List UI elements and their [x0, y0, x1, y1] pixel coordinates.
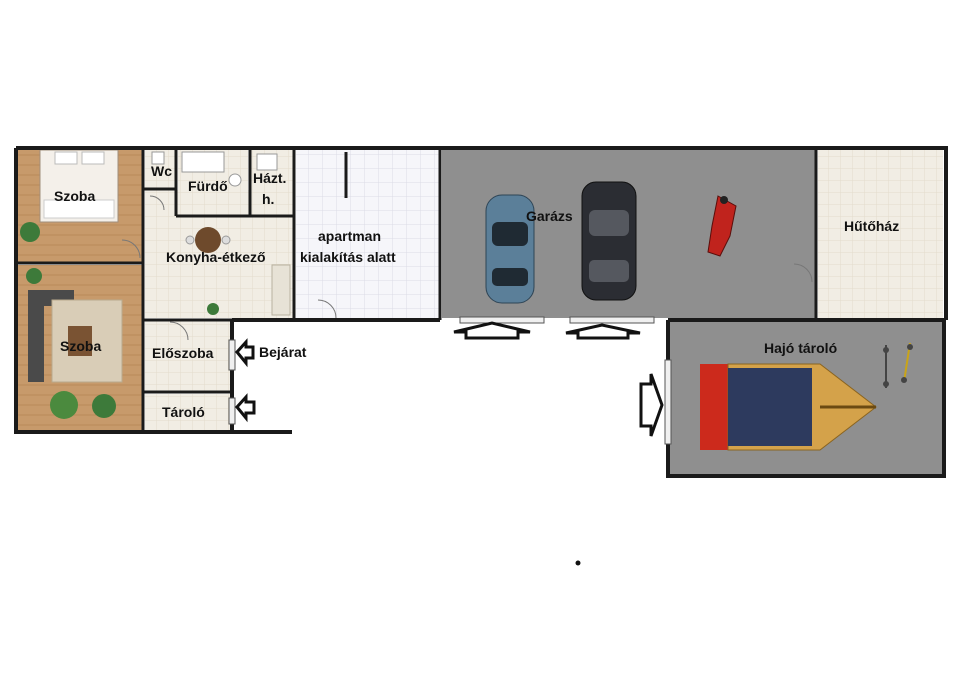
garage-door-right[interactable]: [569, 316, 655, 324]
floor-apartman: [296, 150, 439, 318]
labels: Szoba Wc Fürdő Házt. h. Konyha-étkező ap…: [54, 163, 899, 420]
plant-icon: [26, 268, 42, 284]
room-label-hutohaz: Hűtőház: [844, 218, 899, 234]
room-label-szoba-bottom: Szoba: [60, 338, 101, 354]
door-swing: [317, 299, 337, 319]
room-label-haztartasi-1: Házt.: [253, 170, 286, 186]
pillow-icon: [54, 151, 78, 165]
room-label-garazs: Garázs: [526, 208, 573, 224]
room-label-apartman-1: apartman: [318, 228, 381, 244]
room-label-furdo: Fürdő: [188, 178, 228, 194]
room-label-haztartasi-2: h.: [262, 191, 274, 207]
dot-marker: [575, 560, 581, 566]
room-label-konyha: Konyha-étkező: [166, 249, 266, 265]
chair-icon: [221, 235, 231, 245]
blanket-icon: [43, 199, 115, 219]
kitchen-counter-icon: [271, 264, 291, 316]
bathtub-icon: [181, 151, 225, 173]
door-swing: [169, 321, 189, 341]
room-label-wc: Wc: [151, 163, 172, 179]
plant-icon: [92, 394, 116, 418]
plant-icon: [20, 222, 40, 242]
boat-storage-door[interactable]: [664, 359, 672, 445]
arrow-up-icon: [565, 323, 641, 340]
floor-tarolo: [145, 394, 232, 430]
room-label-apartman-2: kialakítás alatt: [300, 249, 396, 265]
dining-table-icon: [195, 227, 221, 253]
furniture: [20, 149, 291, 419]
floor-eloszoba: [145, 321, 232, 391]
door-swing: [121, 239, 141, 259]
plant-icon: [207, 303, 219, 315]
sofa-icon: [28, 290, 44, 382]
door-swing: [149, 195, 165, 211]
bicycle-icon: [883, 345, 889, 388]
sink-icon: [228, 173, 242, 187]
coffee-table-icon: [68, 326, 92, 356]
car-black-icon: [581, 181, 637, 301]
pillow-icon: [81, 151, 105, 165]
chair-icon: [185, 235, 195, 245]
storage-door[interactable]: [228, 397, 236, 425]
toilet-icon: [151, 151, 165, 165]
car-blue-icon: [485, 194, 535, 304]
floor-konyha: [145, 190, 293, 318]
arrow-left-icon: [235, 393, 256, 423]
walls: [14, 146, 948, 478]
arrow-right-icon: [639, 373, 664, 437]
boat-trailer-icon: [700, 363, 877, 451]
room-label-tarolo: Tároló: [162, 404, 205, 420]
door-swing: [793, 263, 813, 283]
floor-hutohaz: [818, 150, 943, 318]
room-label-hajo-tarolo: Hajó tároló: [764, 340, 837, 356]
room-label-eloszoba: Előszoba: [152, 345, 214, 361]
arrow-up-icon: [453, 321, 531, 340]
openings: [121, 195, 813, 445]
plant-icon: [50, 391, 78, 419]
arrows: [235, 321, 664, 437]
washer-icon: [256, 153, 278, 171]
label-bejarat: Bejárat: [259, 344, 307, 360]
room-label-szoba-top: Szoba: [54, 188, 95, 204]
bicycle-icon: [901, 342, 913, 383]
entrance-door[interactable]: [228, 339, 236, 371]
garage-door-left[interactable]: [459, 316, 545, 324]
motorcycle-icon: [707, 195, 737, 257]
vehicles: [485, 181, 913, 451]
arrow-left-icon: [235, 338, 255, 368]
